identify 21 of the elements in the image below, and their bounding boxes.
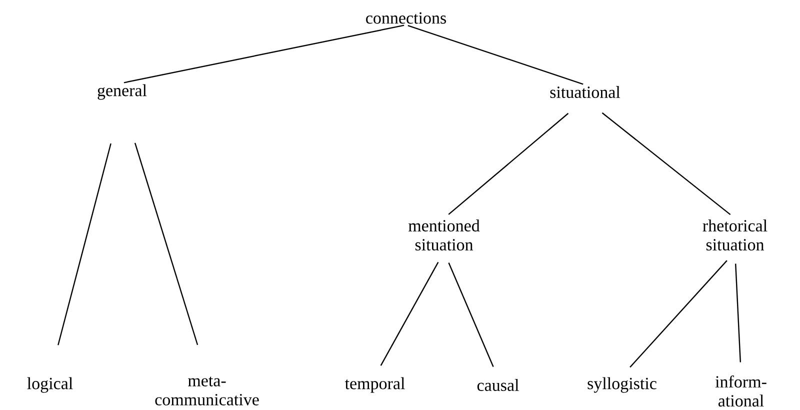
branch-line: [630, 260, 728, 368]
tree-label: meta-communicative: [155, 376, 259, 406]
branch-line: [408, 24, 584, 85]
tree-label: situational: [550, 86, 620, 98]
tree-label: logical: [27, 377, 73, 393]
tree-label: causal: [477, 379, 519, 391]
tree-label: temporal: [344, 377, 405, 393]
branch-line: [602, 112, 731, 216]
branch-line: [124, 24, 404, 84]
tree-label: connections: [366, 12, 446, 24]
branch-line: [448, 262, 494, 368]
tree-label: mentioned situation: [408, 220, 480, 250]
branch-line: [380, 262, 439, 366]
branch-line: [735, 264, 742, 362]
branch-line: [58, 143, 112, 346]
tree-label: general: [98, 84, 147, 100]
tree-label: rhetorical situation: [702, 220, 768, 250]
tree-label: inform-ational: [715, 375, 766, 407]
tree-label: syllogistic: [588, 377, 656, 393]
branch-line: [448, 112, 569, 215]
branch-line: [134, 142, 198, 346]
